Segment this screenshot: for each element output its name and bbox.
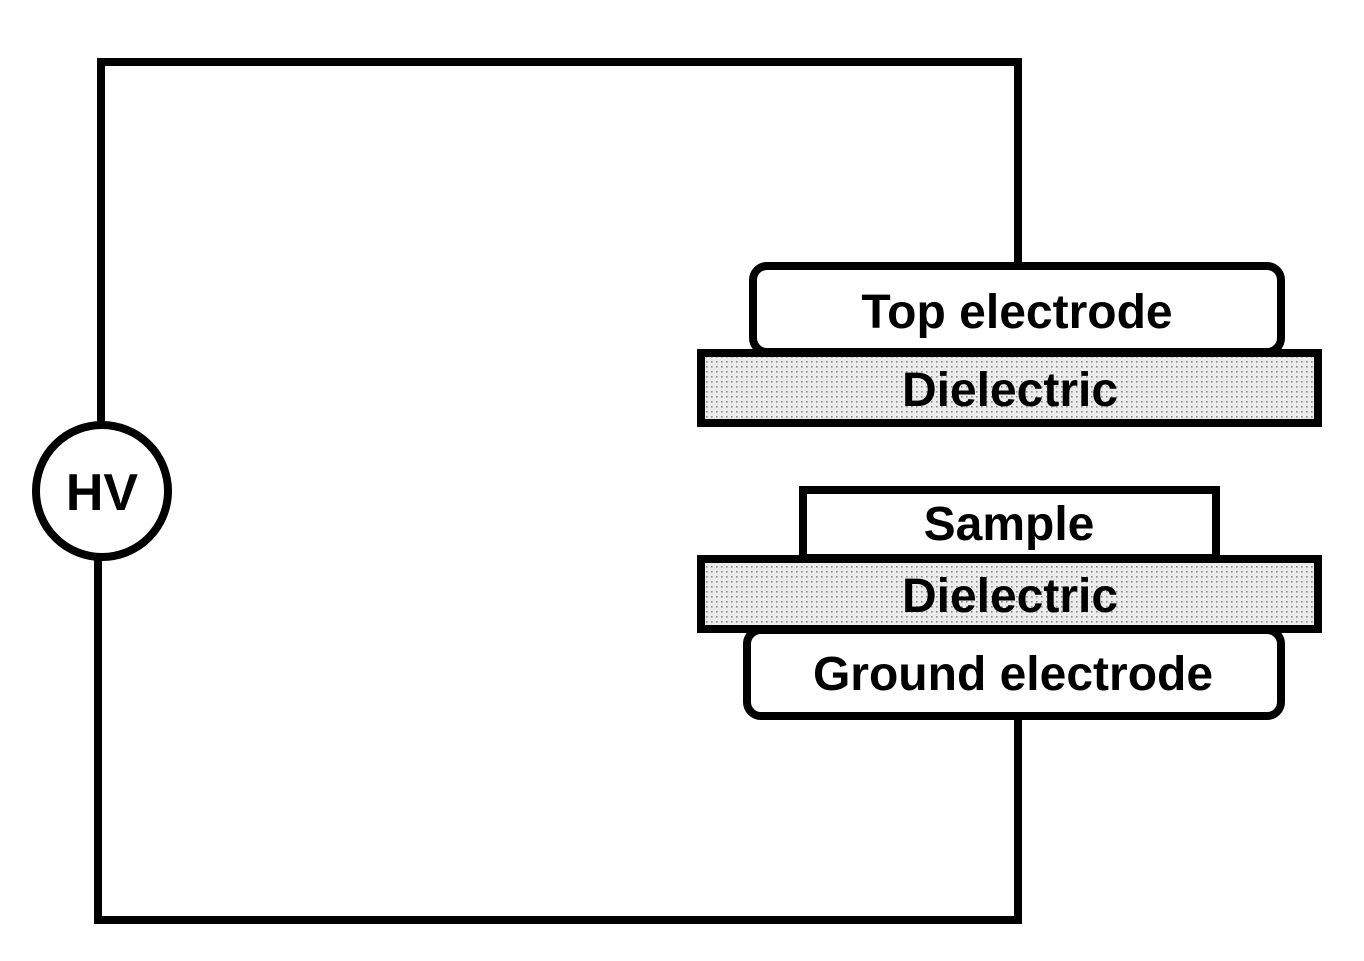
ground-electrode: Ground electrode xyxy=(743,626,1285,720)
bottom-dielectric-body xyxy=(697,555,1322,633)
top-dielectric-label: Dielectric xyxy=(902,364,1118,417)
bottom-dielectric: Dielectric xyxy=(697,555,1322,633)
ground-electrode-label: Ground electrode xyxy=(813,648,1213,701)
ground-electrode-body xyxy=(743,626,1285,720)
top-electrode-label: Top electrode xyxy=(861,286,1172,339)
top-dielectric-body xyxy=(697,349,1322,427)
sample: Sample xyxy=(799,486,1220,562)
hv-source: HV xyxy=(32,421,172,561)
sample-label: Sample xyxy=(924,498,1095,551)
hv-source-circle xyxy=(32,421,172,561)
bottom-dielectric-label: Dielectric xyxy=(902,570,1118,623)
top-dielectric: Dielectric xyxy=(697,349,1322,427)
circuit-wires xyxy=(94,58,1022,924)
hv-source-label: HV xyxy=(66,464,139,522)
bottom-wire xyxy=(94,556,1022,924)
top-electrode: Top electrode xyxy=(749,262,1285,356)
top-wire xyxy=(97,58,1022,426)
